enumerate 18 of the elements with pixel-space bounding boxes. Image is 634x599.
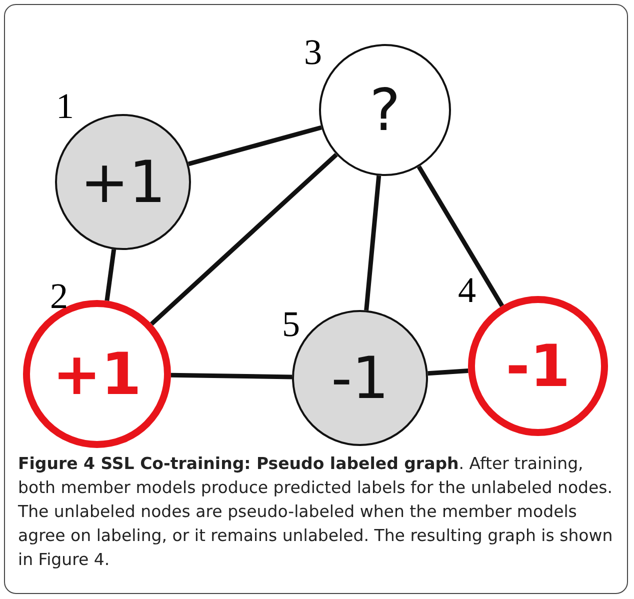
connector-line <box>170 372 292 380</box>
connector-line <box>416 166 504 308</box>
connector-line <box>104 249 116 301</box>
node-value: -1 <box>506 337 570 395</box>
connector-line <box>188 125 322 166</box>
node-number: 4 <box>458 272 476 308</box>
node-number: 1 <box>56 88 74 124</box>
connector-line <box>428 368 468 376</box>
node-number: 3 <box>304 34 322 70</box>
node-value: +1 <box>52 345 142 403</box>
connector-line <box>150 152 338 326</box>
caption: Figure 4 SSL Co-training: Pseudo labeled graph. After training, both member models produce predicted labels for the unlabeled nodes. The unlabeled nodes are pseudo-labeled when the member models agree on labeling, or it remains unlabeled. The resulting graph is shown in Figure 4. <box>18 453 614 571</box>
connector-line <box>364 176 382 310</box>
node-number: 5 <box>282 306 300 342</box>
node-value: +1 <box>80 153 166 211</box>
node-value: ? <box>370 81 400 139</box>
node-value: -1 <box>331 349 389 407</box>
node-number: 2 <box>50 278 68 314</box>
